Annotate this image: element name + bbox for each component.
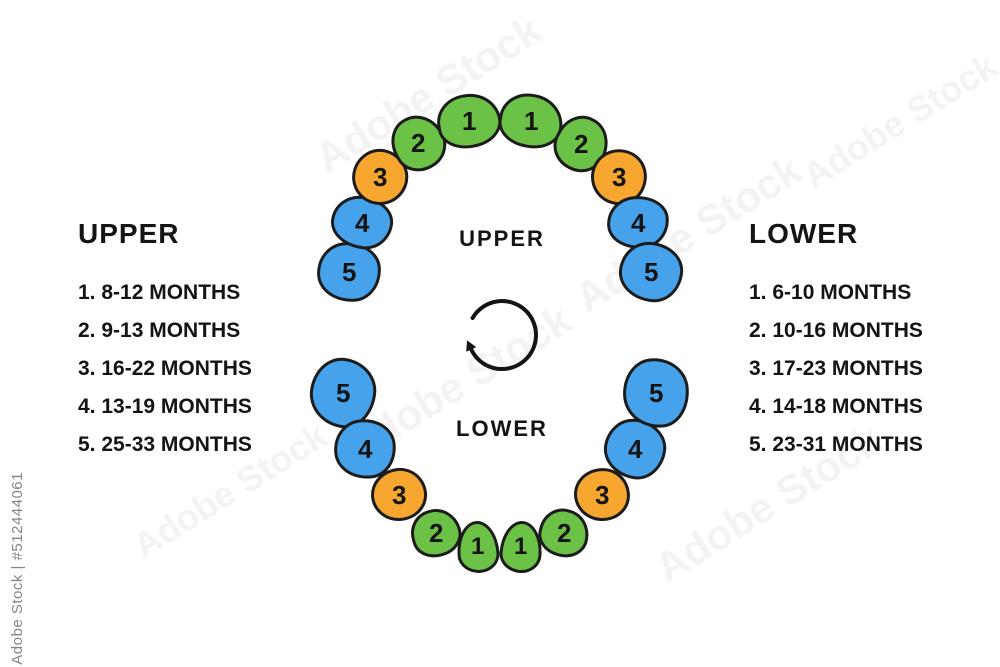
tooth-number: 3 xyxy=(391,479,407,509)
tooth-number: 4 xyxy=(630,207,646,237)
tooth-number: 3 xyxy=(594,479,610,509)
legend-item: 3. 16-22 MONTHS xyxy=(78,357,252,380)
legend-item: 1. 8-12 MONTHS xyxy=(78,281,241,304)
tooth-upper-left-5: 5 xyxy=(314,239,384,305)
tooth-number: 4 xyxy=(357,434,373,464)
legend-lower-items: 1. 6-10 MONTHS 2. 10-16 MONTHS 3. 17-23 … xyxy=(749,281,979,457)
tooth-number: 1 xyxy=(471,533,485,561)
legend-upper: UPPER 1. 8-12 MONTHS 2. 9-13 MONTHS 3. 1… xyxy=(78,218,308,457)
tooth-number: 2 xyxy=(428,518,444,548)
legend-lower-title: LOWER xyxy=(749,218,859,249)
tooth-number: 1 xyxy=(523,106,539,136)
tooth-number: 3 xyxy=(611,162,627,192)
tooth-number: 2 xyxy=(573,129,589,159)
tooth-number: 3 xyxy=(372,162,388,192)
legend-item: 5. 25-33 MONTHS xyxy=(78,433,252,456)
legend-item: 4. 13-19 MONTHS xyxy=(78,395,252,418)
tooth-number: 4 xyxy=(627,434,643,464)
tooth-number: 2 xyxy=(556,518,572,548)
tooth-number: 1 xyxy=(514,532,528,560)
tooth-number: 5 xyxy=(341,257,357,287)
legend-lower: LOWER 1. 6-10 MONTHS 2. 10-16 MONTHS 3. … xyxy=(749,218,979,457)
legend-upper-items: 1. 8-12 MONTHS 2. 9-13 MONTHS 3. 16-22 M… xyxy=(78,281,308,457)
lower-arch-label: LOWER xyxy=(456,416,548,441)
tooth-number: 4 xyxy=(354,207,370,237)
legend-item: 1. 6-10 MONTHS xyxy=(749,281,912,304)
legend-item: 5. 23-31 MONTHS xyxy=(749,433,923,456)
tooth-number: 5 xyxy=(648,378,664,408)
legend-item: 4. 14-18 MONTHS xyxy=(749,395,923,418)
tooth-lower-left-1: 1 xyxy=(455,519,501,575)
legend-item: 3. 17-23 MONTHS xyxy=(749,357,923,380)
tooth-number: 2 xyxy=(410,128,426,158)
legend-item: 2. 10-16 MONTHS xyxy=(749,319,923,342)
tooth-number: 5 xyxy=(643,257,659,287)
legend-item: 2. 9-13 MONTHS xyxy=(78,319,241,342)
legend-upper-title: UPPER xyxy=(78,218,180,249)
tooth-number: 5 xyxy=(335,378,351,408)
tooth-upper-right-5: 5 xyxy=(616,239,686,305)
tooth-lower-right-1: 1 xyxy=(498,519,544,575)
rotation-arrow-icon xyxy=(466,299,538,372)
watermark-side-label: Adobe Stock | #512444061 xyxy=(9,472,26,665)
upper-arch-label: UPPER xyxy=(459,226,545,251)
tooth-number: 1 xyxy=(461,106,477,136)
